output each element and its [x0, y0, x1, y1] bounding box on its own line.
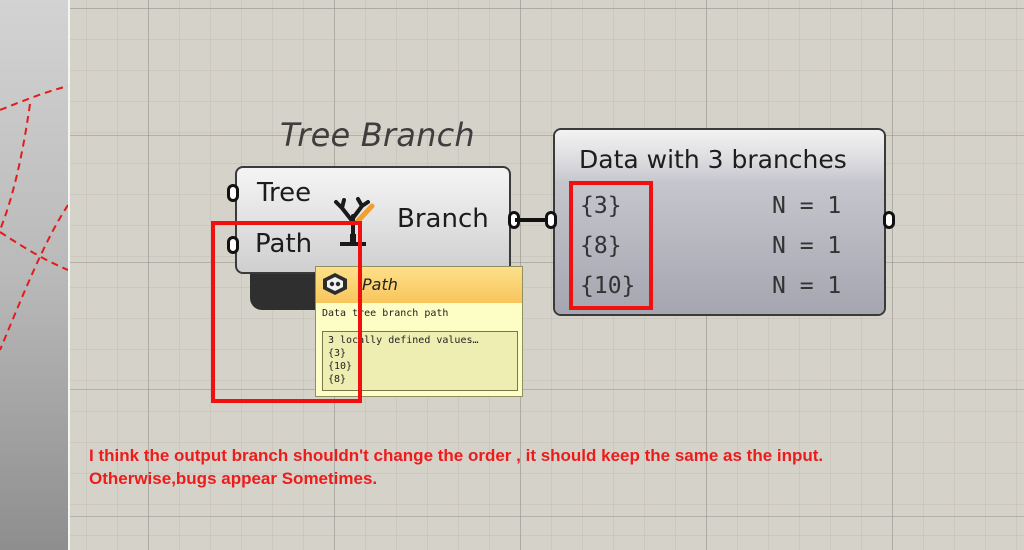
panel-output-grip[interactable]	[883, 211, 895, 229]
input-path-grip[interactable]	[227, 236, 239, 254]
tooltip-title: Path	[362, 275, 398, 294]
branch-path: {10}	[580, 273, 636, 299]
branch-count: N = 1	[772, 233, 842, 259]
panel-header	[555, 130, 884, 180]
panel-input-grip[interactable]	[545, 211, 557, 229]
viewport-curves	[0, 85, 68, 351]
tooltip-description: Data tree branch path	[322, 308, 449, 319]
input-tree-grip[interactable]	[227, 184, 239, 202]
branch-path: {3}	[580, 193, 622, 219]
path-param-icon	[323, 273, 347, 295]
highlight-output-box	[569, 181, 653, 310]
panel-divider	[68, 0, 70, 550]
tooltip-header	[316, 267, 522, 303]
tooltip-value: {10}	[328, 361, 353, 372]
tree-branch-component[interactable]: Tree Path Branch	[235, 166, 511, 274]
grasshopper-canvas[interactable]	[70, 0, 1024, 550]
panel-body	[555, 180, 884, 314]
annotation-line: Otherwise,bugs appear Sometimes.	[89, 469, 378, 488]
branch-count: N = 1	[772, 193, 842, 219]
path-tooltip: Path Data tree branch path 3 locally def…	[315, 266, 523, 397]
tree-branch-icon	[334, 197, 375, 246]
branch-count: N = 1	[772, 273, 842, 299]
output-branch-label[interactable]: Branch	[397, 204, 489, 234]
tooltip-values-box: 3 locally defined values… {3} {10} {8}	[322, 331, 518, 391]
highlight-input-box	[211, 221, 362, 403]
annotation-line: I think the output branch shouldn't chan…	[89, 446, 824, 465]
tooltip-values-header: 3 locally defined values…	[328, 335, 479, 346]
panel-title: Data with 3 branches	[579, 145, 847, 174]
component-title: Tree Branch	[280, 116, 475, 154]
tooltip-value: {8}	[328, 374, 347, 385]
rhino-viewport-strip	[0, 0, 68, 550]
branch-path: {8}	[580, 233, 622, 259]
input-tree-label[interactable]: Tree	[257, 178, 312, 208]
input-path-label[interactable]: Path	[255, 229, 313, 259]
tooltip-value: {3}	[328, 348, 347, 359]
